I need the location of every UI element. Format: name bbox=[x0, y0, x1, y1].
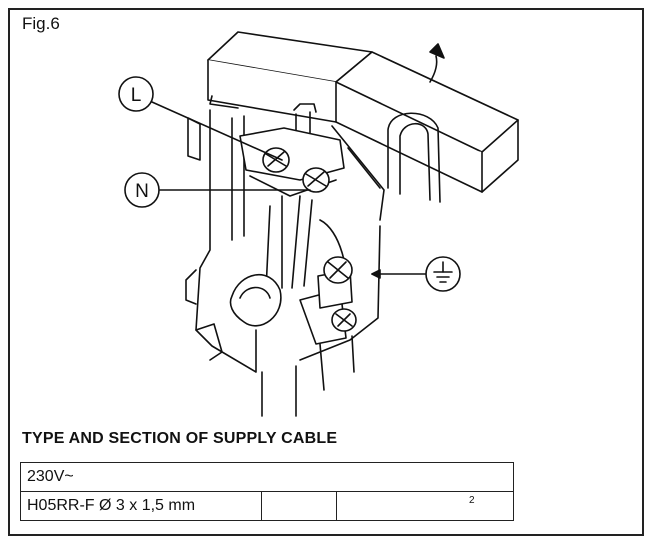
live-callout-label: L bbox=[131, 85, 142, 106]
voltage-cell: 230V~ bbox=[20, 462, 514, 492]
figure-label: Fig.6 bbox=[22, 14, 60, 33]
terminal-screw-live bbox=[262, 147, 290, 173]
table-row: 230V~ bbox=[20, 462, 514, 492]
terminal-cover bbox=[207, 31, 519, 203]
table-row: H05RR-F Ø 3 x 1,5 mm 2 bbox=[20, 491, 514, 521]
earth-ground-symbol-icon bbox=[425, 256, 461, 292]
terminal-screw-neutral bbox=[302, 167, 330, 193]
curved-arrow-up-icon bbox=[429, 43, 445, 83]
supply-cable-table: 230V~ H05RR-F Ø 3 x 1,5 mm 2 bbox=[20, 462, 514, 521]
live-callout-circle bbox=[118, 76, 154, 112]
empty-cell bbox=[261, 491, 337, 521]
section-title: TYPE AND SECTION OF SUPPLY CABLE bbox=[22, 430, 338, 447]
neutral-callout-label: N bbox=[135, 181, 149, 202]
superscript-two: 2 bbox=[469, 495, 475, 506]
supply-cable bbox=[261, 365, 297, 417]
live-leader-line bbox=[151, 101, 283, 161]
neutral-callout-circle bbox=[124, 172, 160, 208]
cable-type-cell: H05RR-F Ø 3 x 1,5 mm bbox=[20, 491, 262, 521]
terminal-screw-earth bbox=[323, 256, 353, 284]
terminal-screw-clamp bbox=[331, 308, 357, 332]
terminal-body bbox=[185, 103, 385, 391]
section-cell: 2 bbox=[336, 491, 514, 521]
